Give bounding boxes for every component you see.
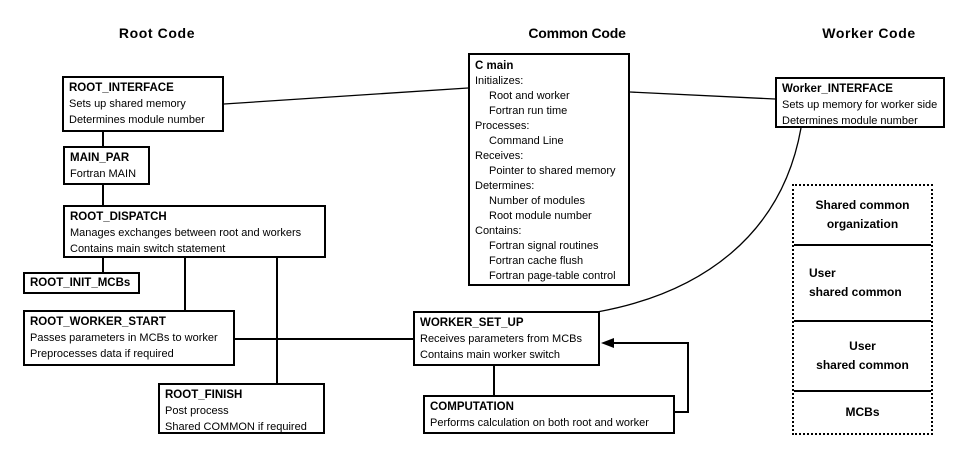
box-c-main: C main Initializes: Root and worker Fort…: [468, 53, 630, 286]
box-line: Root module number: [489, 210, 592, 222]
box-computation: COMPUTATION Performs calculation on both…: [423, 395, 675, 434]
box-worker-set-up: WORKER_SET_UP Receives parameters from M…: [413, 311, 600, 366]
box-title: ROOT_INIT_MCBs: [30, 277, 131, 289]
box-line: Initializes:: [475, 75, 524, 87]
box-title: COMPUTATION: [430, 401, 514, 413]
shared-section-label: MCBs: [845, 404, 880, 419]
shared-section-label: User: [849, 338, 876, 353]
box-line: Command Line: [489, 135, 564, 147]
box-line: Pointer to shared memory: [489, 165, 616, 177]
connector-computation-feedback-loop: [613, 342, 689, 413]
box-title: MAIN_PAR: [70, 152, 130, 164]
box-title: Worker_INTERFACE: [782, 83, 893, 95]
box-line: Passes parameters in MCBs to worker: [30, 332, 218, 344]
box-title: WORKER_SET_UP: [420, 317, 524, 329]
box-root-dispatch: ROOT_DISPATCH Manages exchanges between …: [63, 205, 326, 258]
connector-rootinterface-cmain: [223, 87, 469, 105]
box-line: Performs calculation on both root and wo…: [430, 417, 649, 429]
column-heading-root-code: Root Code: [118, 25, 196, 41]
shared-section-label: User: [809, 265, 836, 280]
shared-section-label: shared common: [816, 357, 909, 372]
box-line: Fortran MAIN: [70, 168, 137, 180]
box-line: Shared COMMON if required: [165, 421, 307, 433]
arrowhead-left-icon: [601, 338, 614, 348]
box-line: Sets up memory for worker side: [782, 99, 938, 111]
box-line: Determines:: [475, 180, 535, 192]
shared-section-organization: Shared common organization: [794, 186, 931, 244]
box-title: ROOT_WORKER_START: [30, 316, 166, 328]
box-line: Fortran page-table control: [489, 270, 616, 282]
box-root-init-mcbs: ROOT_INIT_MCBs: [23, 272, 140, 294]
box-line: Fortran run time: [489, 105, 568, 117]
column-heading-worker-code: Worker Code: [822, 25, 916, 41]
box-line: Receives:: [475, 150, 524, 162]
box-main-par: MAIN_PAR Fortran MAIN: [63, 146, 150, 185]
box-title: ROOT_INTERFACE: [69, 82, 174, 94]
box-line: Preprocesses data if required: [30, 348, 174, 360]
box-line: Contains main switch statement: [70, 243, 226, 255]
shared-section-label: shared common: [809, 284, 902, 299]
box-title: C main: [475, 60, 514, 72]
box-worker-interface: Worker_INTERFACE Sets up memory for work…: [775, 77, 945, 128]
box-line: Contains:: [475, 225, 522, 237]
box-title: ROOT_FINISH: [165, 389, 243, 401]
connector-workerinterface-workersetup-curve: [596, 127, 802, 313]
box-line: Processes:: [475, 120, 530, 132]
shared-section-label: organization: [826, 217, 899, 232]
box-line: Fortran signal routines: [489, 240, 599, 252]
connector-cmain-workerinterface: [629, 91, 776, 100]
shared-section-user-shared-common-2: User shared common: [794, 319, 931, 390]
column-heading-common-code: Common Code: [528, 25, 626, 41]
box-root-finish: ROOT_FINISH Post process Shared COMMON i…: [158, 383, 325, 434]
shared-section-user-shared-common-1: User shared common: [794, 244, 931, 320]
box-line: Root and worker: [489, 90, 570, 102]
box-line: Sets up shared memory: [69, 98, 186, 110]
box-line: Contains main worker switch: [420, 349, 560, 361]
box-line: Fortran cache flush: [489, 255, 584, 267]
box-line: Determines module number: [782, 115, 918, 127]
box-line: Manages exchanges between root and worke…: [70, 227, 302, 239]
box-title: ROOT_DISPATCH: [70, 211, 167, 223]
shared-section-label: Shared common: [815, 198, 910, 213]
box-line: Receives parameters from MCBs: [420, 333, 582, 345]
box-line: Determines module number: [69, 114, 205, 126]
shared-common-organization-box: Shared common organization User shared c…: [792, 184, 933, 435]
box-root-worker-start: ROOT_WORKER_START Passes parameters in M…: [23, 310, 235, 366]
box-root-interface: ROOT_INTERFACE Sets up shared memory Det…: [62, 76, 224, 132]
box-line: Number of modules: [489, 195, 585, 207]
shared-section-mcbs: MCBs: [794, 389, 931, 433]
box-line: Post process: [165, 405, 229, 417]
